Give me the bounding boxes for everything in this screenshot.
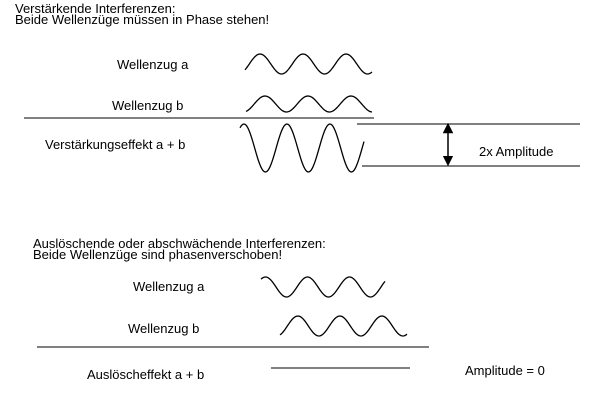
section1-result-label: Verstärkungseffekt a + b	[45, 137, 186, 152]
section1-amplitude-label: 2x Amplitude	[479, 144, 554, 159]
section1-wave-a-label: Wellenzug a	[117, 57, 189, 72]
section2-amplitude-label: Amplitude = 0	[465, 363, 545, 378]
section2-heading: Auslöschende oder abschwächende Interfer…	[33, 236, 326, 251]
section1-heading: Verstärkende Interferenzen:	[15, 1, 176, 16]
section1-wave-b	[245, 95, 373, 113]
section2-wave-a-label: Wellenzug a	[133, 279, 205, 294]
section1-wave-b-label: Wellenzug b	[112, 98, 184, 113]
section2-wave-a	[260, 276, 386, 298]
section1-wave-a	[244, 53, 373, 75]
section1-sum-wave	[239, 123, 365, 173]
section2-wave-b-label: Wellenzug b	[128, 321, 200, 336]
section1-subheading: Beide Wellenzüge müssen in Phase stehen!	[15, 12, 270, 27]
section2-wave-b	[279, 315, 408, 337]
section2-result-label: Auslöscheffekt a + b	[87, 367, 205, 382]
section2-subheading: Beide Wellenzüge sind phasenverschoben!	[33, 247, 283, 262]
